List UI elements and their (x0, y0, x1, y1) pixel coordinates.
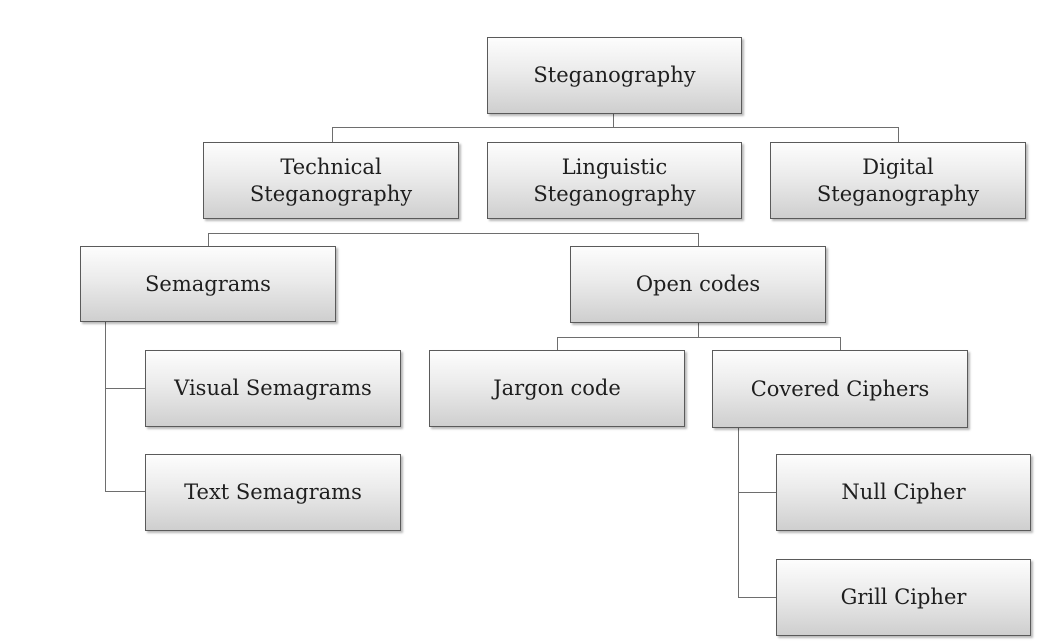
connector-open-codes-bar (557, 337, 841, 338)
node-text-semagrams-label: Text Semagrams (184, 480, 362, 505)
node-jargon-code: Jargon code (429, 350, 685, 427)
node-linguistic-steganography: Linguistic Steganography (487, 142, 742, 219)
node-text-semagrams: Text Semagrams (145, 454, 401, 531)
connector-to-technical (332, 127, 333, 142)
node-linguistic-line1: Linguistic (561, 155, 668, 180)
node-steganography-label: Steganography (533, 63, 696, 88)
node-semagrams-label: Semagrams (145, 271, 271, 296)
connector-linguistic-bar (208, 233, 699, 234)
node-steganography: Steganography (487, 37, 742, 114)
connector-open-codes-down (698, 322, 699, 337)
node-null-cipher: Null Cipher (776, 454, 1031, 531)
node-null-cipher-label: Null Cipher (841, 480, 966, 505)
connector-to-jargon-code (557, 337, 558, 350)
connector-level1-bar (332, 127, 899, 128)
node-digital-steganography: Digital Steganography (770, 142, 1026, 219)
node-jargon-code-label: Jargon code (493, 376, 621, 401)
connector-to-grill-cipher (738, 597, 776, 598)
node-technical-line1: Technical (280, 155, 382, 180)
connector-to-digital (898, 127, 899, 142)
node-technical-steganography-text: Technical Steganography (250, 154, 412, 207)
node-technical-line2: Steganography (249, 181, 413, 206)
connector-to-semagrams (208, 233, 209, 246)
node-semagrams: Semagrams (80, 246, 336, 322)
connector-root-down (613, 113, 614, 127)
node-open-codes-label: Open codes (635, 272, 761, 297)
node-technical-steganography: Technical Steganography (203, 142, 459, 219)
node-open-codes: Open codes (570, 246, 826, 323)
connector-semagrams-trunk (105, 321, 106, 491)
node-digital-steganography-text: Digital Steganography (817, 154, 979, 207)
node-grill-cipher-label: Grill Cipher (840, 585, 967, 610)
connector-to-null-cipher (738, 492, 776, 493)
connector-to-open-codes (698, 233, 699, 246)
node-linguistic-steganography-text: Linguistic Steganography (533, 154, 695, 207)
node-digital-line2: Steganography (816, 181, 980, 206)
node-linguistic-line2: Steganography (533, 181, 696, 206)
node-covered-ciphers-label: Covered Ciphers (750, 376, 930, 401)
connector-to-covered-ciphers (840, 337, 841, 350)
connector-to-visual-semagrams (105, 388, 145, 389)
connector-covered-trunk (738, 428, 739, 597)
node-visual-semagrams: Visual Semagrams (145, 350, 401, 427)
connector-to-text-semagrams (105, 491, 145, 492)
node-visual-semagrams-label: Visual Semagrams (174, 376, 372, 401)
node-digital-line1: Digital (862, 155, 934, 180)
node-grill-cipher: Grill Cipher (776, 559, 1031, 636)
node-covered-ciphers: Covered Ciphers (712, 350, 968, 428)
